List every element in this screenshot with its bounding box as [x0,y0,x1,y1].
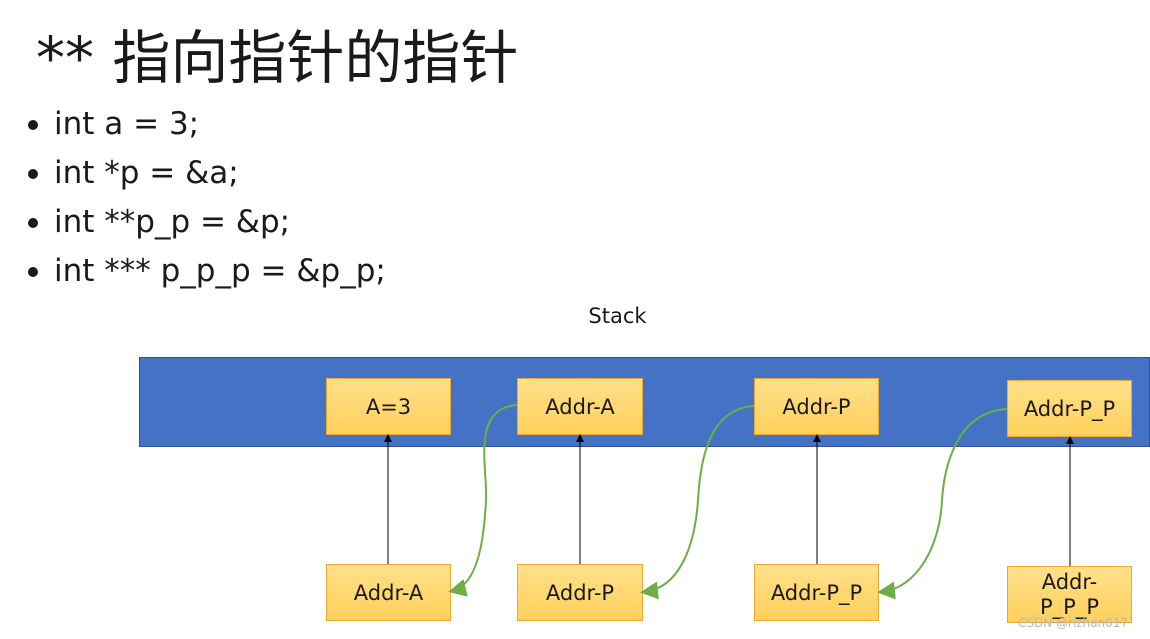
green-link-2 [640,405,755,600]
stack-cell-addr-a: Addr-A [517,378,643,435]
green-link-1 [448,404,518,597]
stack-cell-addr-p-p: Addr-P_P [1007,380,1132,437]
pointer-cell-line-2: P_P_P [1040,594,1099,619]
bullet-text: int a = 3; [54,106,200,142]
bullet-text: int *p = &a; [54,155,239,191]
stack-cell-a: A=3 [326,378,451,435]
bullet-dot-icon [28,218,38,228]
page-title: ** 指向指针的指针 [36,24,519,92]
bullet-line-2: int *p = &a; [28,149,386,198]
pointer-cell-addr-p-p: Addr-P_P [754,564,879,621]
bullet-dot-icon [28,120,38,130]
pointer-cell-line-1: Addr- [1041,569,1098,594]
watermark: CSDN @rizhan017 [1018,616,1129,630]
bullet-line-1: int a = 3; [28,100,386,149]
stack-cell-addr-p: Addr-P [754,378,879,435]
bullet-line-4: int *** p_p_p = &p_p; [28,247,386,296]
bullet-text: int **p_p = &p; [54,204,291,240]
stack-label: Stack [588,304,647,328]
pointer-cell-addr-p: Addr-P [517,564,643,621]
bullet-text: int *** p_p_p = &p_p; [54,253,386,289]
bullet-dot-icon [28,169,38,179]
bullet-dot-icon [28,267,38,277]
green-link-3 [877,408,1008,600]
bullet-line-3: int **p_p = &p; [28,198,386,247]
code-bullet-list: int a = 3; int *p = &a; int **p_p = &p; … [28,100,386,296]
pointer-cell-addr-p-p-p: Addr- P_P_P [1007,566,1132,623]
pointer-cell-addr-a: Addr-A [326,564,451,621]
